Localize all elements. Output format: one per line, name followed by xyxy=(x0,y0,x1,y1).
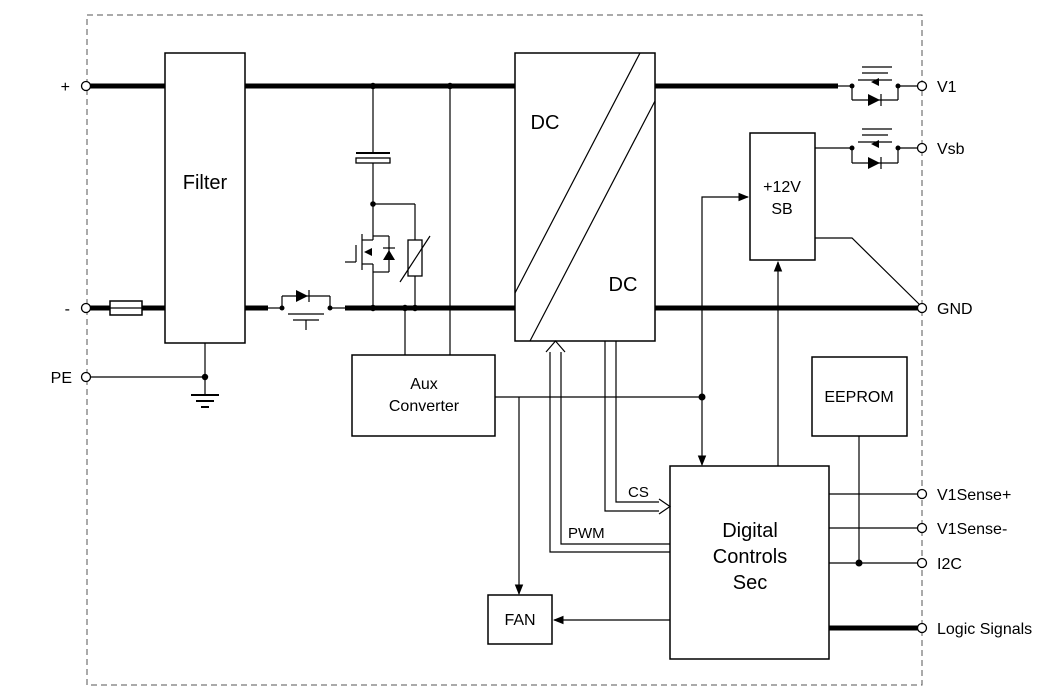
terminal-logic-signals: Logic Signals xyxy=(916,621,1032,638)
sb-label-line2: SB xyxy=(771,201,792,218)
terminal-v1sense-plus-label: V1Sense+ xyxy=(937,487,1011,504)
terminal-v1sense-plus: V1Sense+ xyxy=(916,487,1011,504)
ctrl-label-line2: Controls xyxy=(713,546,787,568)
terminal-gnd: GND xyxy=(916,301,973,318)
eeprom-block xyxy=(811,356,908,437)
terminal-plus-label: + xyxy=(61,79,70,96)
filter-label: Filter xyxy=(183,172,228,194)
pwm-signal-path xyxy=(545,340,670,553)
vsb-output-mosfet-icon xyxy=(815,128,918,169)
terminal-v1sense-minus-label: V1Sense- xyxy=(937,521,1007,538)
aux-converter-block xyxy=(351,354,496,437)
terminal-pe-label: PE xyxy=(51,370,72,387)
terminal-vsb-label: Vsb xyxy=(937,141,965,158)
aux-label-line1: Aux xyxy=(410,376,438,393)
terminal-pe: PE xyxy=(51,370,92,387)
input-mosfet-icon xyxy=(268,290,345,330)
fan-block xyxy=(487,594,553,645)
terminal-v1sense-minus: V1Sense- xyxy=(916,521,1007,538)
terminal-minus: - xyxy=(65,301,92,318)
terminal-vsb: Vsb xyxy=(916,141,965,158)
cs-label: CS xyxy=(628,484,649,501)
terminal-logic-signals-label: Logic Signals xyxy=(937,621,1032,638)
ground-icon xyxy=(191,394,219,408)
inrush-mosfet-icon xyxy=(345,230,395,308)
varistor-icon xyxy=(399,235,431,308)
terminal-v1: V1 xyxy=(916,79,957,96)
aux-label-line2: Converter xyxy=(389,398,460,415)
terminal-gnd-label: GND xyxy=(937,301,973,318)
filter-block xyxy=(164,52,246,344)
dcdc-converter-block xyxy=(514,52,656,342)
capacitor-icon xyxy=(355,152,391,164)
ctrl-label-line3: Sec xyxy=(733,572,767,594)
terminal-i2c-label: I2C xyxy=(937,556,962,573)
ctrl-label-line1: Digital xyxy=(722,520,778,542)
pwm-label: PWM xyxy=(568,525,605,542)
digital-controls-block xyxy=(669,465,830,660)
standby-converter-block xyxy=(749,132,816,261)
cs-signal-path xyxy=(604,341,672,515)
fan-label: FAN xyxy=(504,612,535,629)
dc-input-label: DC xyxy=(531,112,560,134)
v1-output-mosfet-icon xyxy=(838,66,901,106)
enclosure-outline xyxy=(86,14,923,686)
terminal-v1-label: V1 xyxy=(937,79,957,96)
eeprom-label: EEPROM xyxy=(824,389,893,406)
terminal-i2c: I2C xyxy=(916,556,962,573)
sb-label-line1: +12V xyxy=(763,179,801,196)
terminal-minus-label: - xyxy=(65,301,70,318)
terminal-plus: + xyxy=(61,79,92,96)
dc-output-label: DC xyxy=(609,274,638,296)
